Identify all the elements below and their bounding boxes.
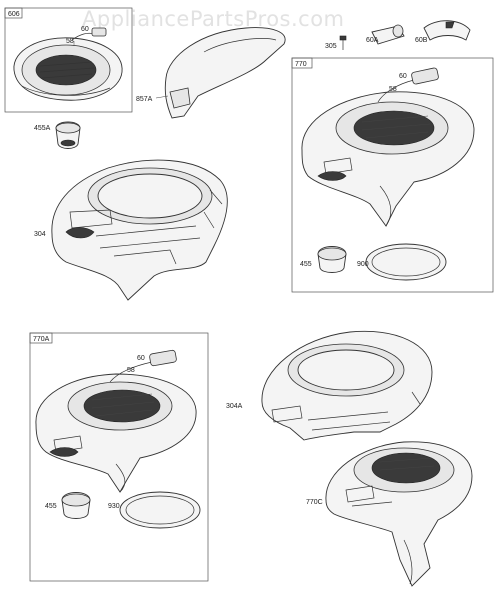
label-60B: 60B bbox=[415, 37, 428, 44]
label-58-770A: 58 bbox=[127, 367, 135, 374]
part-857A[interactable]: 857A bbox=[136, 27, 286, 119]
label-60-770A: 60 bbox=[137, 355, 145, 362]
watermark: AppliancePartsPros.com bbox=[82, 7, 345, 31]
part-304[interactable]: 304 bbox=[34, 159, 228, 301]
label-305: 305 bbox=[325, 43, 337, 50]
part-455A[interactable]: 455A bbox=[34, 121, 81, 149]
part-305[interactable]: 305 bbox=[325, 35, 347, 50]
label-900: 900 bbox=[357, 261, 369, 268]
part-770C[interactable]: 770C bbox=[306, 441, 473, 587]
label-606: 606 bbox=[8, 11, 20, 18]
label-58-top: 58 bbox=[66, 38, 74, 45]
label-455A: 455A bbox=[34, 125, 51, 132]
label-60-770: 60 bbox=[399, 73, 407, 80]
assembly-770[interactable]: 770 60 58 455 900 bbox=[291, 57, 494, 293]
label-60-top: 60 bbox=[81, 26, 89, 33]
label-455-770A: 455 bbox=[45, 503, 57, 510]
label-304: 304 bbox=[34, 231, 46, 238]
part-60A[interactable]: 60A bbox=[366, 24, 405, 45]
label-770C: 770C bbox=[306, 499, 323, 506]
label-857A: 857A bbox=[136, 96, 153, 103]
part-304A[interactable]: 304A bbox=[226, 330, 433, 441]
label-60A: 60A bbox=[366, 37, 379, 44]
label-930: 930 bbox=[108, 503, 120, 510]
label-770: 770 bbox=[295, 61, 307, 68]
label-58-770: 58 bbox=[389, 86, 397, 93]
label-770A: 770A bbox=[33, 336, 50, 343]
assembly-606[interactable]: 606 58 60 bbox=[4, 7, 133, 113]
assembly-770A[interactable]: 770A 60 58 455 930 bbox=[29, 332, 209, 582]
label-304A: 304A bbox=[226, 403, 243, 410]
label-455-770: 455 bbox=[300, 261, 312, 268]
part-60B[interactable]: 60B bbox=[415, 20, 471, 44]
